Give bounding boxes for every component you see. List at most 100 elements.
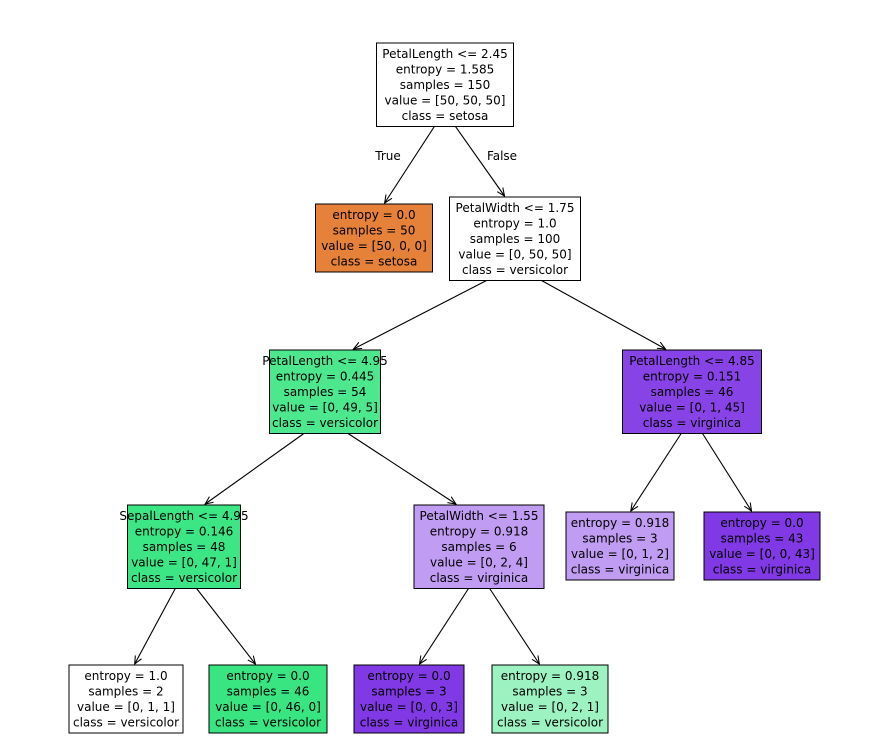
tree-node-line: samples = 3 (371, 685, 446, 699)
tree-node-box (208, 664, 328, 734)
tree-node-line: class = virginica (571, 563, 669, 577)
tree-node-line: class = versicolor (272, 416, 378, 430)
tree-edge (196, 588, 256, 665)
tree-node-box (353, 664, 465, 734)
tree-node-line: samples = 48 (143, 540, 226, 554)
tree-edge (631, 433, 682, 512)
tree-node-line: entropy = 0.146 (135, 525, 233, 539)
tree-node-line: samples = 43 (721, 532, 804, 546)
tree-node-line: samples = 46 (227, 685, 310, 699)
tree-node-line: entropy = 0.0 (720, 516, 803, 530)
tree-edge (354, 280, 487, 350)
tree-node-line: PetalLength <= 4.85 (629, 354, 754, 368)
tree-node-box (622, 349, 762, 434)
tree-edge (489, 588, 540, 665)
tree-node-line: entropy = 1.585 (396, 63, 494, 77)
tree-node-line: PetalWidth <= 1.55 (420, 509, 539, 523)
tree-node-box (413, 504, 545, 589)
tree-node-line: value = [50, 50, 50] (385, 94, 506, 108)
tree-node-line: value = [0, 1, 45] (639, 401, 745, 415)
tree-node-line: samples = 2 (88, 685, 163, 699)
tree-edge (205, 433, 305, 505)
tree-node: SepalLength <= 4.95 entropy = 0.146sample… (119, 504, 249, 589)
tree-node-line: entropy = 1.0 (84, 669, 167, 683)
tree-node: PetalLength <= 4.85 entropy = 0.151sample… (622, 349, 762, 434)
tree-node-box (315, 203, 433, 273)
tree-node-line: value = [50, 0, 0] (321, 239, 427, 253)
tree-node: PetalWidth <= 1.55 entropy = 0.918samples… (413, 504, 545, 589)
tree-node-line: PetalLength <= 2.45 (382, 47, 507, 61)
tree-node-line: class = versicolor (215, 716, 321, 730)
tree-node-line: value = [0, 1, 2] (571, 547, 669, 561)
tree-node-line: samples = 46 (651, 385, 734, 399)
tree-node-box (127, 504, 241, 589)
tree-node-line: class = versicolor (131, 571, 237, 585)
tree-edge (385, 126, 435, 204)
tree-node-line: value = [0, 0, 3] (360, 700, 458, 714)
tree-node-line: value = [0, 49, 5] (272, 401, 378, 415)
tree-node-box (68, 664, 184, 734)
tree-node-line: PetalLength <= 4.95 (262, 354, 387, 368)
tree-node-line: samples = 6 (441, 540, 516, 554)
tree-node-line: class = versicolor (462, 263, 568, 277)
tree-node-line: samples = 150 (400, 78, 490, 92)
tree-edge (347, 433, 456, 505)
tree-node-line: value = [0, 0, 43] (709, 547, 815, 561)
tree-edge (420, 588, 469, 665)
tree-node-line: entropy = 0.918 (571, 516, 669, 530)
tree-node-line: entropy = 0.918 (501, 669, 599, 683)
tree-node-line: entropy = 0.445 (276, 370, 374, 384)
tree-node-line: samples = 3 (512, 685, 587, 699)
tree-edge (702, 433, 752, 512)
tree-node-line: entropy = 0.0 (367, 669, 450, 683)
tree-node-line: PetalWidth <= 1.75 (456, 201, 575, 215)
tree-node-box (269, 349, 381, 434)
tree-node-line: class = virginica (430, 571, 528, 585)
tree-node-line: samples = 100 (470, 232, 560, 246)
tree-node: PetalLength <= 4.95 entropy = 0.445sample… (262, 349, 388, 434)
tree-node-box (449, 196, 581, 281)
tree-node-box (703, 511, 821, 581)
tree-node-line: class = virginica (360, 716, 458, 730)
tree-node-box (376, 42, 514, 127)
edge-label-false: False (487, 149, 517, 163)
tree-node-line: class = versicolor (73, 716, 179, 730)
tree-node-line: value = [0, 1, 1] (77, 700, 175, 714)
tree-node-box (491, 664, 609, 734)
tree-node-line: value = [0, 2, 4] (430, 556, 528, 570)
tree-node-line: class = virginica (643, 416, 741, 430)
tree-node-line: class = virginica (713, 563, 811, 577)
tree-node-line: entropy = 0.151 (643, 370, 741, 384)
tree-node-line: entropy = 0.0 (332, 208, 415, 222)
tree-node: PetalLength <= 2.45 entropy = 1.585sample… (376, 42, 514, 127)
tree-edges: True False (135, 126, 752, 665)
tree-node-line: entropy = 1.0 (473, 217, 556, 231)
tree-node-line: class = versicolor (497, 716, 603, 730)
edge-label-true: True (374, 149, 401, 163)
tree-node-line: samples = 50 (333, 224, 416, 238)
tree-node-line: entropy = 0.918 (430, 525, 528, 539)
tree-edge (455, 126, 505, 197)
tree-node-line: value = [0, 47, 1] (131, 556, 237, 570)
tree-node-line: samples = 54 (284, 385, 367, 399)
tree-node-line: value = [0, 46, 0] (215, 700, 321, 714)
tree-edge (135, 588, 176, 665)
tree-node-box (565, 511, 675, 581)
tree-node-line: value = [0, 50, 50] (458, 248, 571, 262)
tree-edge (541, 280, 666, 350)
tree-node-line: value = [0, 2, 1] (501, 700, 599, 714)
tree-node-line: entropy = 0.0 (226, 669, 309, 683)
tree-node-line: SepalLength <= 4.95 (119, 509, 248, 523)
tree-node-line: class = setosa (402, 109, 489, 123)
tree-node-line: samples = 3 (582, 532, 657, 546)
